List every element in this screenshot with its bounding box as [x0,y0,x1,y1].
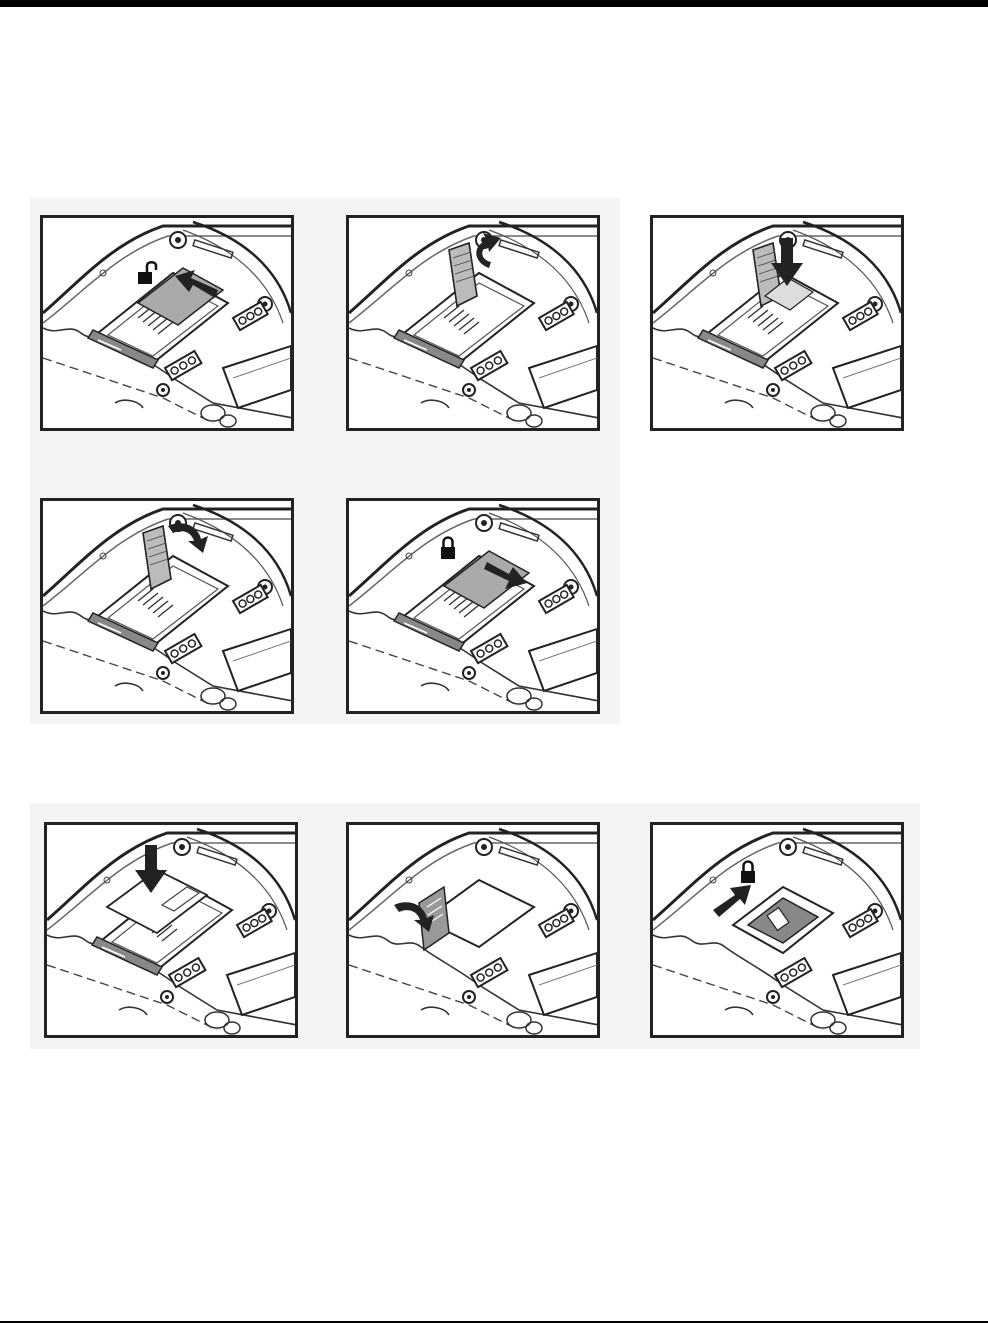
device-illustration [349,501,597,711]
step-panel-4-close-lid [40,498,294,714]
rotate-close-arrow-icon [168,523,208,553]
device-illustration [349,825,597,1035]
unlocked-padlock-icon [138,262,156,284]
device-illustration [653,218,901,428]
step-panel-5-lock-slide [346,498,600,714]
locked-padlock-icon [441,538,455,560]
device-illustration [349,218,597,428]
step-panel-1-unlock-slide [40,215,294,431]
step-panel-2-open-lid [346,215,600,431]
step-panel-3-insert-card [650,215,904,431]
step-panel-6-insert-card [44,822,298,1038]
step-panel-8-lock-slide [650,822,904,1038]
locked-padlock-icon [741,862,755,884]
device-illustration [653,825,901,1035]
device-illustration [43,501,291,711]
device-illustration [47,825,295,1035]
header-rule [0,0,988,7]
slide-up-right-arrow-icon [713,885,751,917]
step-panel-7-close-lid [346,822,600,1038]
device-illustration [43,218,291,428]
